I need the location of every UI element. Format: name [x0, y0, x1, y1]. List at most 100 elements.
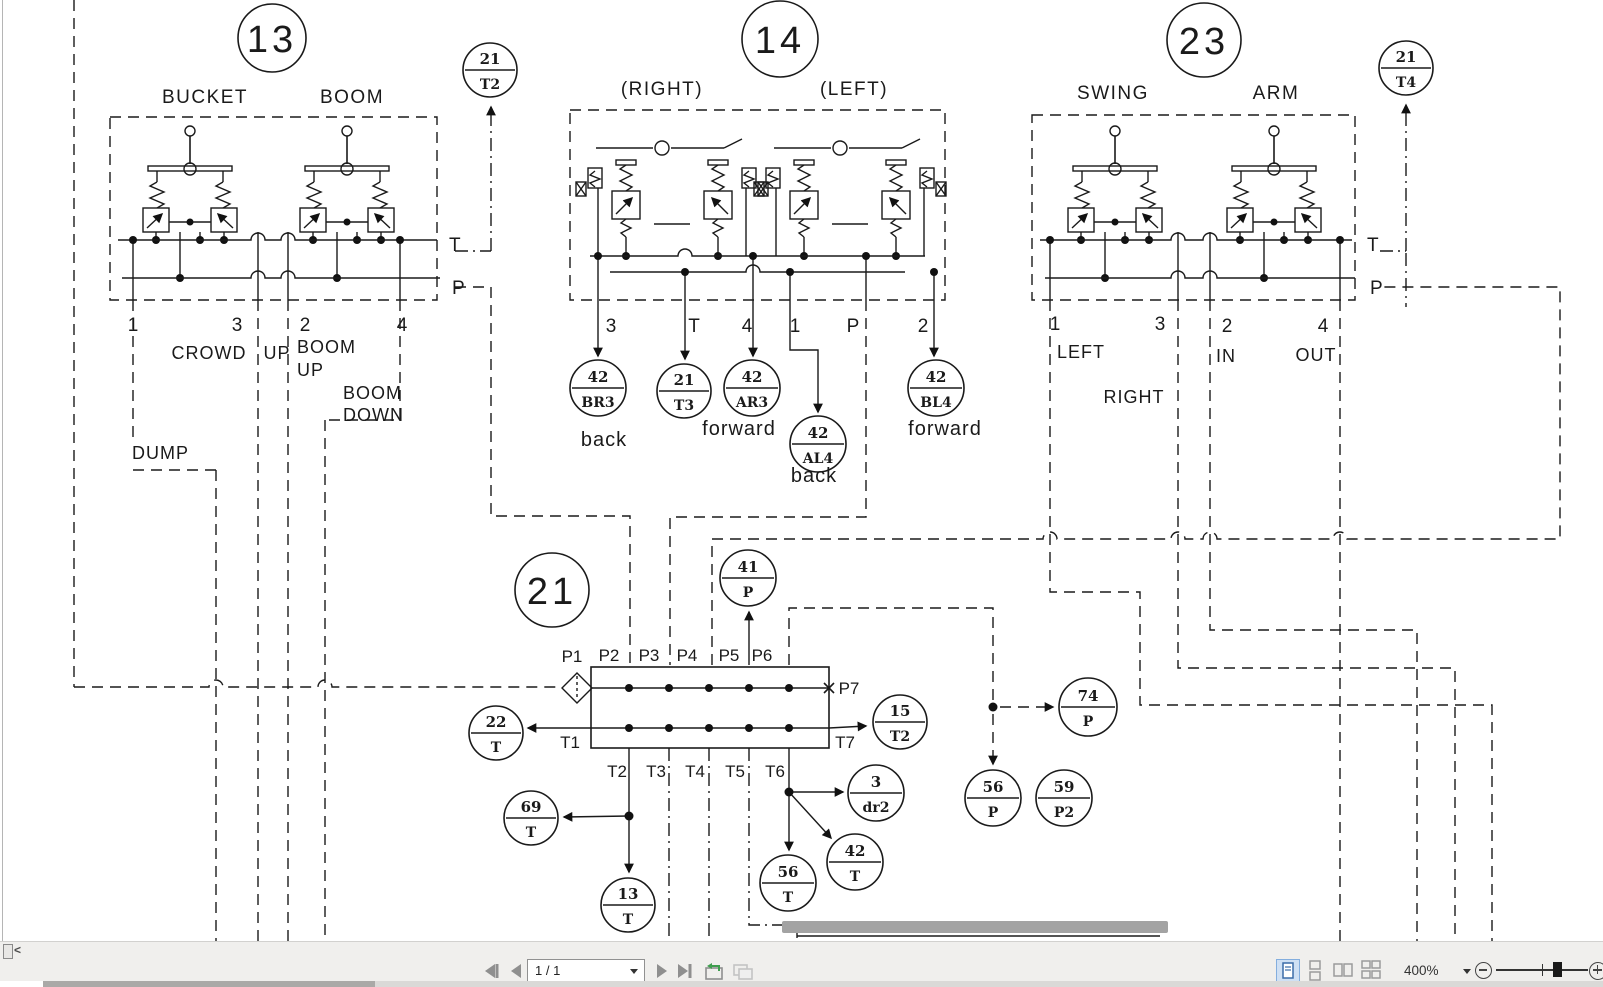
zoom-out-icon[interactable] — [1475, 962, 1492, 979]
zoom-dropdown-icon[interactable] — [1463, 969, 1471, 974]
app-horizontal-scrollbar[interactable] — [0, 981, 1603, 987]
svg-text:22: 22 — [486, 713, 507, 731]
balloon-22-t: 22T — [468, 705, 524, 761]
single-page-view-button[interactable] — [1276, 959, 1300, 983]
svg-text:T3: T3 — [674, 398, 694, 414]
manifold-number: 21 — [527, 571, 577, 613]
svg-text:T2: T2 — [480, 77, 500, 93]
page-number-select[interactable]: 1 / 1 — [527, 959, 645, 983]
next-view-icon[interactable] — [731, 962, 755, 980]
svg-text:T3: T3 — [646, 762, 666, 781]
svg-text:21: 21 — [674, 371, 695, 389]
svg-text:T: T — [783, 890, 794, 906]
svg-text:AL4: AL4 — [802, 451, 834, 467]
svg-text:21: 21 — [480, 50, 501, 68]
action-boom-down-1: BOOM — [343, 383, 402, 403]
panel-divider — [2, 0, 3, 941]
page-indicator: 1 / 1 — [535, 963, 561, 978]
svg-text:3: 3 — [232, 315, 243, 336]
svg-text:BR3: BR3 — [581, 395, 614, 411]
svg-text:P4: P4 — [677, 646, 698, 665]
action-boom-down-2: DOWN — [343, 405, 404, 425]
svg-text:BL4: BL4 — [920, 395, 952, 411]
routing-lines — [73, 0, 1561, 941]
svg-text:P6: P6 — [752, 646, 773, 665]
svg-text:42: 42 — [808, 424, 829, 442]
collapse-panel-icon[interactable]: < — [14, 943, 22, 957]
action-right: RIGHT — [1104, 387, 1165, 407]
label-t-23: T — [1367, 235, 1379, 256]
svg-text:T7: T7 — [835, 733, 855, 752]
svg-text:4: 4 — [1318, 316, 1329, 337]
app-scrollbar-thumb[interactable] — [43, 981, 375, 987]
svg-text:T5: T5 — [725, 762, 745, 781]
next-page-button[interactable] — [651, 962, 671, 980]
balloon-74-p: 74P — [1058, 677, 1118, 737]
continuous-view-button[interactable] — [1304, 959, 1326, 981]
viewer-toolbar: < 1 / 1 — [0, 941, 1603, 983]
svg-text:P: P — [743, 585, 754, 601]
section-14-number: 14 — [755, 20, 805, 62]
svg-text:42: 42 — [926, 368, 947, 386]
action-left: LEFT — [1057, 342, 1105, 362]
facing-pages-view-button[interactable] — [1332, 959, 1354, 981]
schematic-drawing: 13 BUCKET BOOM T P 1 3 2 4 CR — [73, 0, 1561, 941]
zoom-in-icon[interactable] — [1589, 962, 1603, 980]
label-travel-left: (LEFT) — [820, 79, 888, 100]
section-13-number: 13 — [247, 19, 297, 61]
label-arm: ARM — [1253, 83, 1300, 104]
svg-text:59: 59 — [1054, 778, 1075, 796]
svg-text:42: 42 — [588, 368, 609, 386]
document-horizontal-scrollbar-thumb[interactable] — [782, 921, 1168, 933]
svg-text:3: 3 — [871, 773, 881, 791]
label-t-13: T — [449, 235, 461, 256]
svg-text:T: T — [623, 912, 634, 928]
svg-text:74: 74 — [1078, 687, 1099, 705]
svg-text:41: 41 — [738, 558, 759, 576]
svg-text:4: 4 — [742, 316, 753, 337]
section-23-swing-arm: 23 SWING ARM T P 1 3 2 4 LEFT — [1031, 2, 1383, 407]
label-p-23: P — [1370, 278, 1383, 299]
balloon-3-dr2: 3 dr2 — [847, 764, 905, 822]
svg-text:T1: T1 — [560, 733, 580, 752]
balloon-56-p: 56P — [964, 769, 1022, 827]
previous-view-icon[interactable] — [703, 962, 727, 980]
label-boom: BOOM — [320, 87, 384, 108]
svg-text:dr2: dr2 — [863, 800, 890, 816]
label-bucket: BUCKET — [162, 87, 248, 108]
svg-text:56: 56 — [778, 863, 799, 881]
first-page-button[interactable] — [481, 962, 501, 980]
balloon-41-p: 41P — [719, 549, 777, 607]
label-forward-right: forward — [702, 418, 776, 440]
zoom-slider-thumb[interactable] — [1553, 962, 1562, 977]
svg-text:1: 1 — [1050, 314, 1061, 335]
sidebar-panel-icon[interactable] — [3, 944, 13, 959]
svg-text:3: 3 — [606, 316, 617, 337]
previous-page-button[interactable] — [507, 962, 527, 980]
action-out: OUT — [1296, 345, 1337, 365]
action-dump: DUMP — [132, 443, 189, 463]
action-in: IN — [1216, 346, 1236, 366]
svg-text:P3: P3 — [639, 646, 660, 665]
balloon-13-t: 13T — [600, 877, 656, 933]
continuous-facing-view-button[interactable] — [1360, 959, 1382, 981]
action-boom-up-2: UP — [297, 360, 324, 380]
label-travel-right: (RIGHT) — [621, 79, 703, 100]
action-crowd: CROWD — [172, 343, 247, 363]
svg-text:69: 69 — [521, 798, 542, 816]
svg-text:2: 2 — [300, 315, 311, 336]
manifold-21: 21 P1 P2 P3 P4 — [514, 552, 1160, 941]
svg-text:P7: P7 — [839, 679, 860, 698]
svg-text:T6: T6 — [765, 762, 785, 781]
action-up: UP — [263, 343, 290, 363]
label-forward-left: forward — [908, 418, 982, 440]
svg-text:13: 13 — [618, 885, 639, 903]
last-page-button[interactable] — [675, 962, 695, 980]
svg-text:P2: P2 — [1054, 805, 1074, 821]
